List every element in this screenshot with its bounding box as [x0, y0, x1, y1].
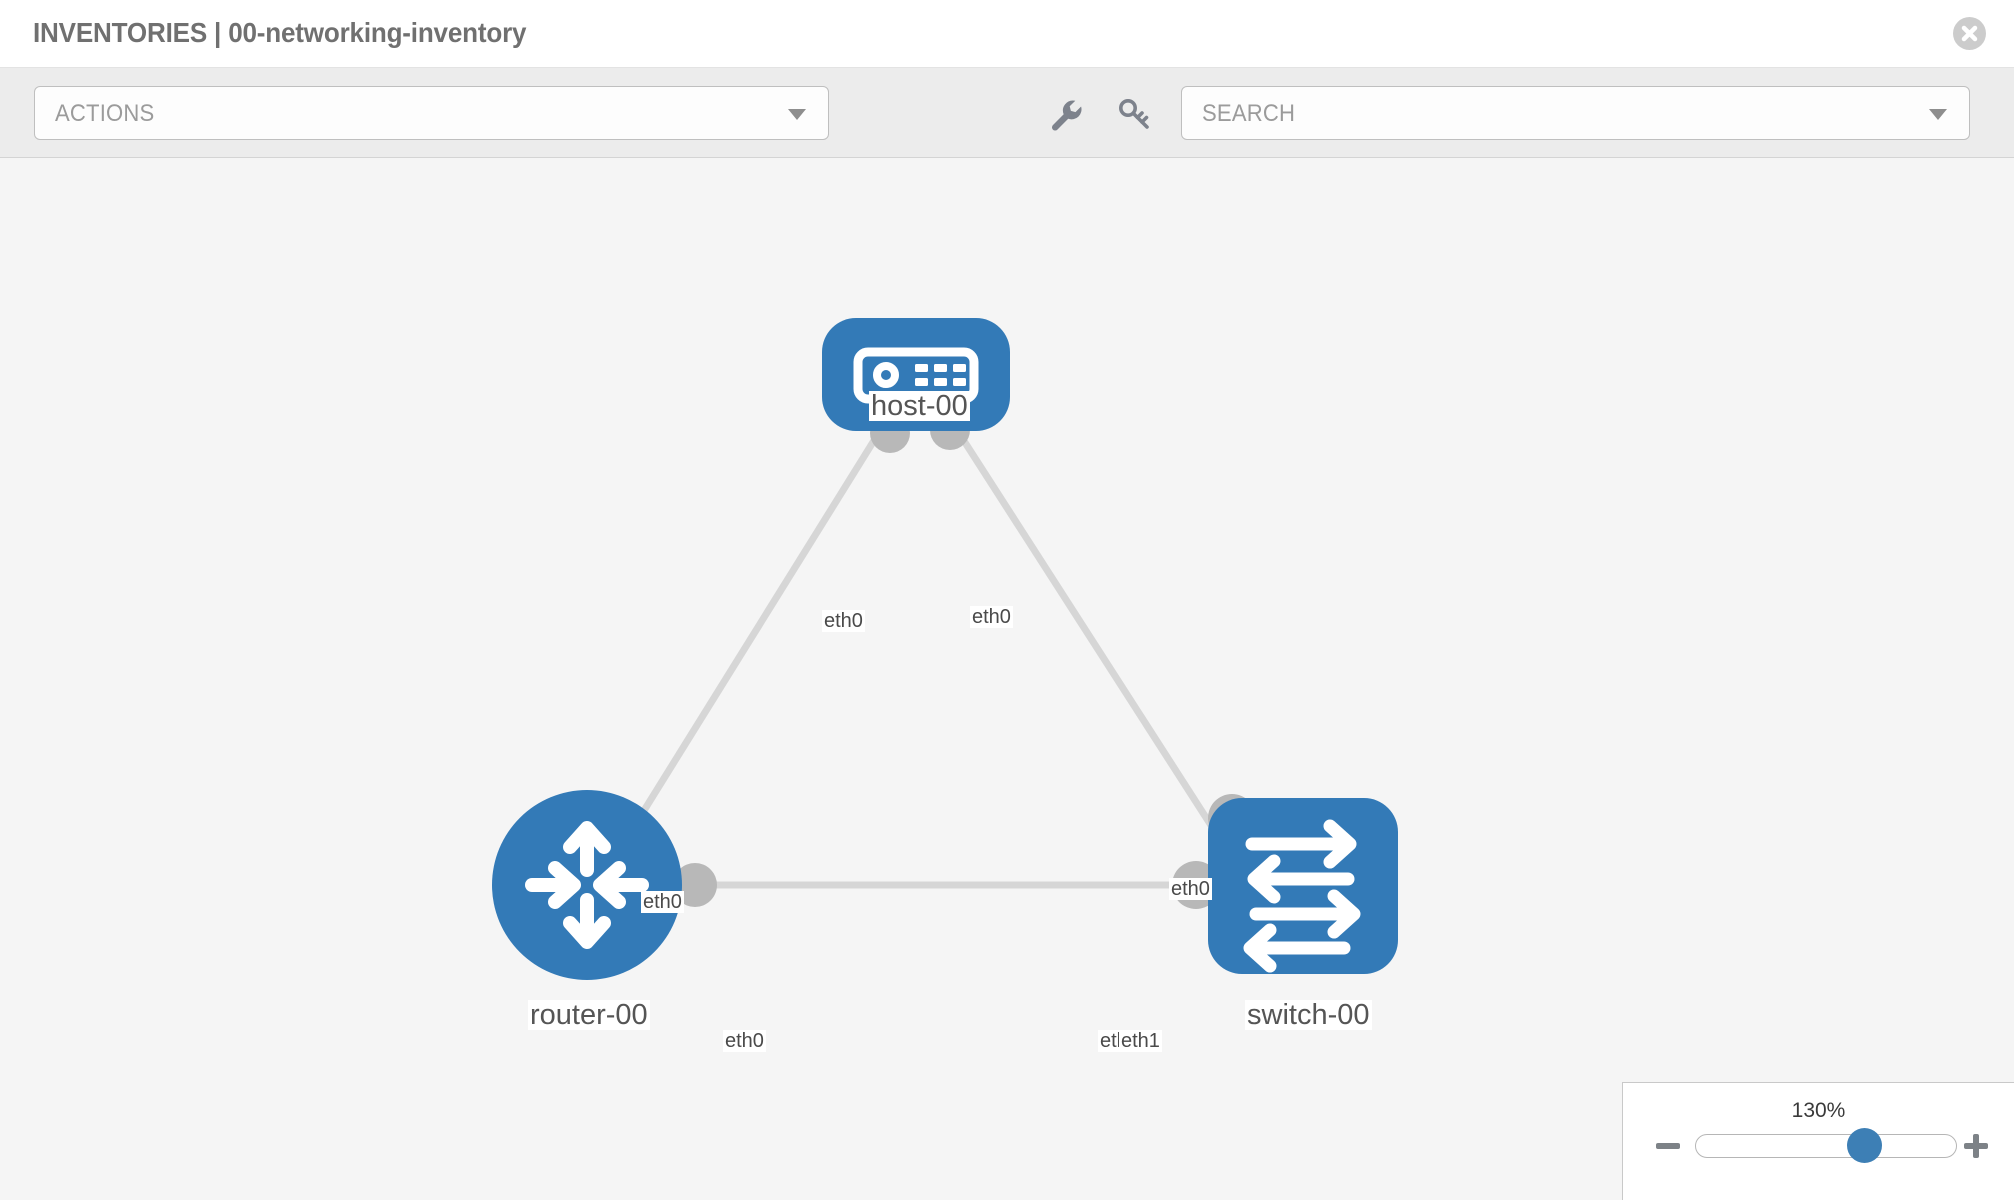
- topology-links: [604, 414, 1235, 889]
- zoom-slider-track[interactable]: [1695, 1134, 1957, 1158]
- page-header: INVENTORIES | 00-networking-inventory: [0, 0, 2014, 68]
- node-label-router-00: router-00: [528, 999, 650, 1031]
- edge-label-host-eth0-right: eth0: [970, 606, 1013, 628]
- plus-icon[interactable]: [1961, 1131, 1991, 1161]
- topology-ports: [673, 410, 1256, 909]
- topology-canvas[interactable]: host-00 router-00 switch-00 eth0 eth0 et…: [0, 158, 2014, 1200]
- edge-label-switch-partial: etl: [1098, 1030, 1124, 1052]
- node-switch-00: [1208, 798, 1398, 974]
- edge-label-host-eth0-left: eth0: [822, 610, 865, 632]
- node-router-00-shape: [492, 790, 682, 980]
- close-icon[interactable]: [1953, 17, 1986, 50]
- router-arrows-icon: [525, 821, 649, 949]
- link-host-router: [604, 416, 891, 872]
- page-title: INVENTORIES | 00-networking-inventory: [33, 17, 527, 48]
- search-placeholder: SEARCH: [1202, 100, 1296, 127]
- search-input[interactable]: SEARCH: [1181, 86, 1970, 140]
- actions-dropdown-label: ACTIONS: [55, 100, 155, 127]
- zoom-control-panel: 130%: [1622, 1082, 2014, 1200]
- node-label-switch-00: switch-00: [1245, 999, 1372, 1031]
- edge-label-switch-eth1: eth1: [1119, 1030, 1162, 1052]
- switch-arrows-icon: [1243, 819, 1361, 973]
- chevron-down-icon[interactable]: [1929, 109, 1947, 120]
- edge-label-router-uplink-eth0: eth0: [641, 891, 684, 913]
- topology-graph: [492, 318, 1398, 980]
- port-router-eth0: [673, 863, 717, 907]
- actions-dropdown[interactable]: ACTIONS: [34, 86, 829, 140]
- zoom-percent-label: 130%: [1791, 1099, 1846, 1122]
- minus-icon[interactable]: [1653, 1131, 1683, 1161]
- zoom-slider-thumb[interactable]: [1847, 1128, 1882, 1163]
- link-host-switch: [945, 414, 1235, 860]
- chevron-down-icon: [788, 109, 806, 120]
- wrench-icon[interactable]: [1046, 94, 1086, 134]
- edge-label-switch-uplink-eth0: eth0: [1169, 878, 1212, 900]
- node-label-host-00: host-00: [869, 390, 970, 422]
- edge-label-router-eth0: eth0: [723, 1030, 766, 1052]
- node-router-00: [492, 790, 682, 980]
- key-icon[interactable]: [1114, 94, 1154, 134]
